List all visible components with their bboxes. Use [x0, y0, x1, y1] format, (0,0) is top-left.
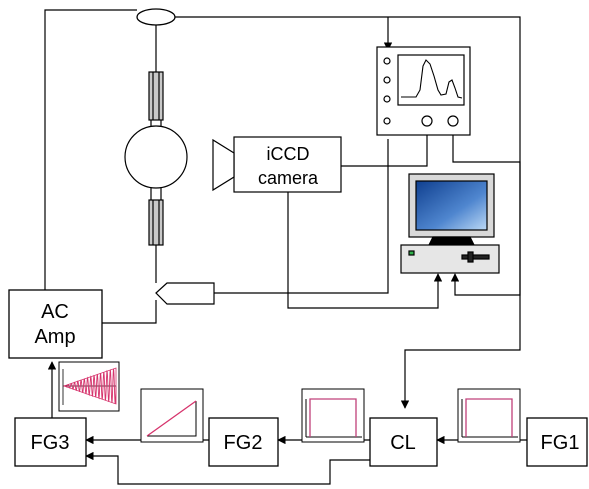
photodiode-icon: [155, 282, 215, 305]
wire-acamp-to-ring: [44, 9, 137, 290]
wire-ring-to-cl: [175, 16, 521, 409]
iccd-label-line1: iCCD: [267, 144, 310, 164]
cl-box: [369, 417, 438, 467]
fg1-pulse-plot: [457, 388, 521, 443]
wire-camera-to-pc: [287, 192, 443, 309]
cl-label: CL: [390, 432, 416, 454]
lamp-icon: [124, 25, 188, 246]
wire-scope-to-pc: [450, 128, 521, 296]
fg1-box: [526, 417, 588, 467]
burst-signal-plot: [58, 361, 120, 412]
oscilloscope-icon: [376, 46, 471, 136]
fg2-box: [208, 417, 279, 467]
cl-pulse-plot: [301, 388, 365, 443]
camera-icon: [212, 136, 342, 193]
ac-amp-label-line1: AC: [41, 301, 69, 323]
ramp-signal-plot: [140, 388, 204, 443]
fg3-box: [14, 417, 87, 467]
ac-amp-label-line2: Amp: [34, 326, 75, 348]
fg3-label: FG3: [31, 432, 70, 454]
wire-cl-to-fg3: [85, 451, 370, 485]
fg2-label: FG2: [224, 432, 263, 454]
burst-waveform: [63, 368, 117, 404]
computer-icon: [400, 173, 500, 274]
fg1-label: FG1: [541, 432, 580, 454]
ac-amp-box: [8, 289, 103, 359]
current-probe-icon: [136, 8, 176, 26]
wire-acamp-to-lamp: [102, 300, 157, 324]
iccd-label-line2: camera: [258, 168, 319, 188]
wire-camera-to-scope: [341, 128, 428, 167]
wire-photodiode-to-scope: [214, 139, 389, 294]
